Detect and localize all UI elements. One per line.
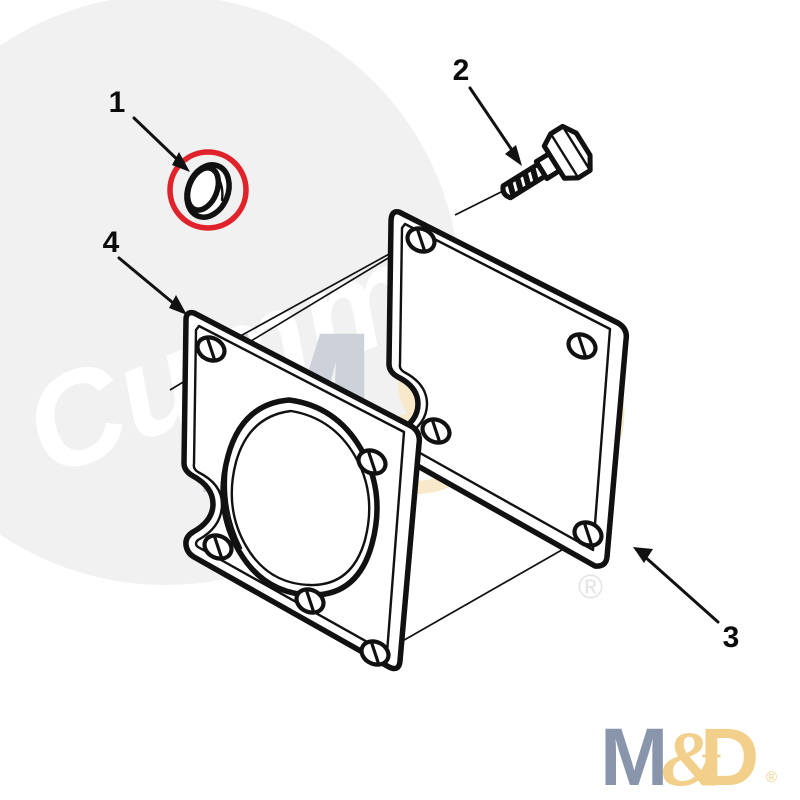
bolt-thread-1 bbox=[507, 182, 516, 196]
callout-4-label: 4 bbox=[103, 226, 120, 259]
front-plate-hole-1-tick bbox=[206, 338, 216, 360]
callout-4: 4 bbox=[103, 226, 187, 315]
callout-4-leader bbox=[117, 256, 180, 309]
bolt-hex-head bbox=[541, 123, 593, 181]
bolt-thread-4 bbox=[530, 167, 539, 182]
front-plate-hole-3-tick bbox=[213, 536, 223, 558]
front-plate-bolt-holes bbox=[195, 335, 391, 667]
md-logo-d: D bbox=[700, 712, 759, 800]
center-watermark-registered: ® bbox=[578, 568, 603, 606]
callout-1-leader bbox=[132, 116, 184, 166]
construction-line-bottom bbox=[377, 534, 589, 656]
seal-ring-edge-highlight bbox=[214, 171, 224, 202]
central-bore-wall-left bbox=[224, 450, 243, 550]
callout-1: 1 bbox=[109, 86, 190, 172]
part-capscrew-bolt[interactable] bbox=[491, 122, 597, 215]
part-seal-ring[interactable] bbox=[179, 158, 236, 223]
callout-1-label: 1 bbox=[109, 86, 126, 119]
rear-plate-hole-4-tick bbox=[583, 523, 593, 545]
callout-2: 2 bbox=[453, 54, 522, 166]
callout-4-arrowhead bbox=[169, 295, 187, 315]
callout-3: 3 bbox=[633, 547, 739, 654]
callout-2-leader bbox=[468, 86, 518, 158]
front-plate-hole-5-tick bbox=[370, 642, 380, 664]
bolt-thread-2 bbox=[515, 177, 524, 191]
rear-plate-hole-2-tick bbox=[577, 335, 587, 357]
rear-plate-hole-1-tick bbox=[416, 229, 426, 251]
construction-line-bolt bbox=[454, 189, 506, 216]
bolt-hex-head-edge bbox=[543, 144, 566, 180]
callout-1-arrowhead bbox=[172, 152, 190, 172]
md-logo-amp: & bbox=[661, 715, 722, 800]
construction-line-top bbox=[214, 236, 421, 351]
callout-2-arrowhead bbox=[505, 145, 522, 166]
part-front-gasket-plate[interactable] bbox=[181, 309, 423, 672]
bolt-threads bbox=[507, 167, 539, 196]
rear-plate-hole-3-tick bbox=[431, 420, 441, 442]
callout-2-label: 2 bbox=[453, 54, 470, 87]
bolt-thread-3 bbox=[522, 172, 531, 187]
md-logo-registered: ® bbox=[766, 769, 777, 786]
seal-ring-inner bbox=[184, 165, 222, 213]
front-plate-hole-2-tick bbox=[367, 451, 377, 473]
callout-3-arrowhead bbox=[633, 547, 653, 563]
front-plate-hole-4-tick bbox=[305, 590, 315, 612]
callout-3-label: 3 bbox=[723, 621, 740, 654]
rear-plate-bolt-holes bbox=[405, 226, 604, 548]
md-logo[interactable]: M & D ® bbox=[600, 712, 777, 800]
central-bore-inner bbox=[230, 409, 371, 587]
highlight-circle bbox=[167, 149, 249, 231]
bolt-hex-head-facet-2 bbox=[561, 125, 592, 172]
md-logo-m: M bbox=[600, 712, 668, 800]
bolt-hex-head-facet-1 bbox=[549, 132, 580, 180]
callout-3-leader bbox=[642, 554, 720, 624]
